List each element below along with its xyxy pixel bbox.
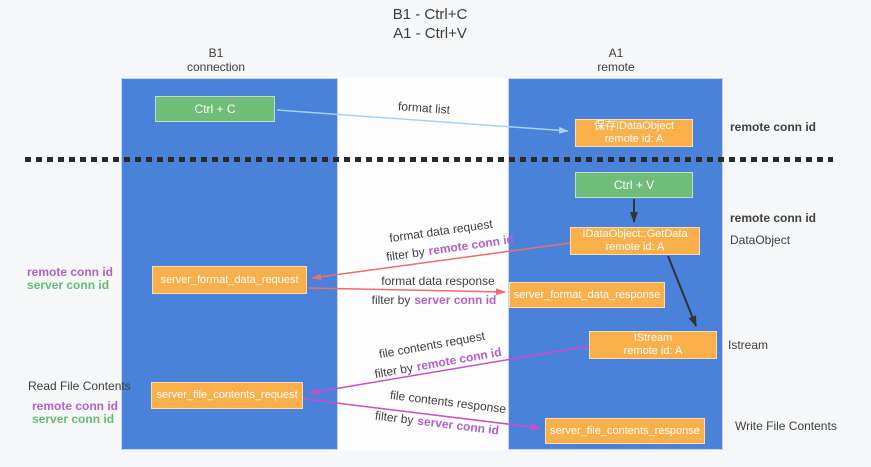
label-read-file-contents: Read File Contents [28, 379, 131, 393]
label-left-conn-ids-bottom: remote conn id server conn id [32, 400, 118, 426]
title-line-1: B1 - Ctrl+C [392, 6, 468, 23]
node-file-request-label: server_file_contents_request [156, 389, 298, 401]
node-server-format-data-request: server_format_data_request [152, 266, 307, 294]
node-getdata-line2: remote id: A [605, 241, 665, 253]
label-left-conn-ids-top: remote conn id server conn id [27, 266, 113, 292]
label-left-server-conn-id-bottom: server conn id [32, 412, 115, 426]
node-idataobject-getdata: IDataObject::GetData remote id: A [570, 227, 700, 255]
label-left-server-conn-id-top: server conn id [27, 278, 110, 292]
filter-by-text: filter by [371, 293, 411, 307]
label-format-data-response: format data response [381, 274, 494, 288]
node-istream-line1: IStream [633, 332, 673, 344]
label-dataobject: DataObject [730, 233, 791, 247]
column-header-a1: A1 remote [546, 46, 686, 74]
title-line-2: A1 - Ctrl+V [393, 25, 467, 42]
label-right-remote-conn-id-top: remote conn id [730, 120, 817, 134]
node-format-request-label: server_format_data_request [160, 273, 299, 286]
diagram-title: B1 - Ctrl+C A1 - Ctrl+V [330, 5, 530, 43]
node-save-line1: 保存IDataObject [593, 120, 675, 132]
node-ctrl-v: Ctrl + V [575, 172, 693, 198]
label-istream: Istream [728, 338, 769, 352]
server-conn-id-text: server conn id [414, 293, 497, 307]
node-ctrl-v-label: Ctrl + V [613, 178, 655, 192]
column-name-b1: B1 [208, 46, 224, 60]
node-server-file-contents-request: server_file_contents_request [151, 382, 303, 409]
label-left-remote-conn-id-top: remote conn id [27, 265, 114, 279]
node-file-response-label: server_file_contents_response [550, 424, 700, 437]
node-server-format-data-response: server_format_data_response [509, 282, 665, 308]
label-right-remote-conn-id-mid: remote conn id [730, 211, 817, 225]
column-role-remote: remote [597, 60, 635, 74]
node-istream-line2: remote id: A [623, 345, 683, 357]
column-header-b1: B1 connection [146, 46, 286, 74]
node-istream: IStream remote id: A [589, 331, 717, 359]
label-write-file-contents: Write File Contents [735, 419, 837, 433]
label-left-remote-conn-id-bottom: remote conn id [32, 399, 119, 413]
node-format-response-label: server_format_data_response [513, 288, 661, 301]
node-server-file-contents-response: server_file_contents_response [545, 418, 705, 444]
column-name-a1: A1 [608, 46, 624, 60]
dashed-divider [25, 157, 833, 162]
node-ctrl-c-label: Ctrl + C [194, 102, 236, 116]
node-save-idataobject: 保存IDataObject remote id: A [575, 119, 693, 147]
format-data-response-text: format data response [381, 274, 495, 288]
node-save-line2: remote id: A [604, 133, 664, 145]
node-getdata-line1: IDataObject::GetData [582, 228, 688, 240]
column-role-connection: connection [186, 60, 246, 74]
node-ctrl-c: Ctrl + C [155, 96, 275, 122]
